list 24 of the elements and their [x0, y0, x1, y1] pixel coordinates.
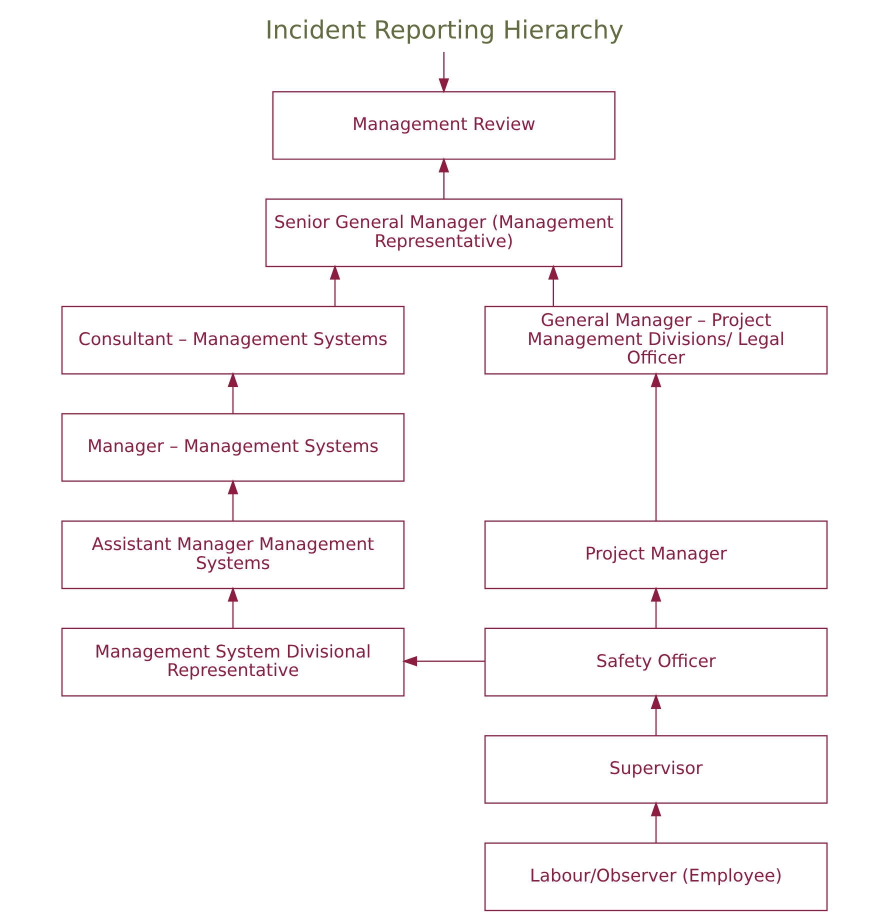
- node-box: Assistant Manager Management Systems: [60, 520, 404, 590]
- node-box: Safety Officer: [484, 628, 828, 696]
- arrow: [402, 656, 484, 666]
- arrow: [548, 264, 558, 306]
- node-box: Supervisor: [484, 735, 828, 804]
- arrow: [650, 586, 661, 628]
- arrow: [329, 264, 340, 306]
- diagram-title: Incident Reporting Hierarchy: [264, 15, 624, 44]
- arrow: [227, 586, 238, 628]
- node-box: Senior General Manager (Management Representative): [264, 198, 622, 268]
- arrow: [650, 372, 661, 521]
- node-box: Labour/Observer (Employee): [484, 842, 828, 912]
- node-box: General Manager – Project Management Divisions/ Legal Officer: [484, 306, 828, 374]
- node-box: Project Manager: [484, 520, 828, 590]
- arrow: [650, 694, 661, 736]
- arrow: [227, 372, 238, 414]
- arrow: [650, 801, 661, 843]
- arrow: [227, 479, 238, 521]
- arrow: [438, 52, 449, 94]
- node-box: Manager – Management Systems: [60, 413, 404, 482]
- arrow: [438, 157, 449, 199]
- node-box: Consultant – Management Systems: [60, 306, 404, 374]
- node-box: Management Review: [272, 91, 615, 160]
- node-box: Management System Divisional Representative: [60, 628, 404, 696]
